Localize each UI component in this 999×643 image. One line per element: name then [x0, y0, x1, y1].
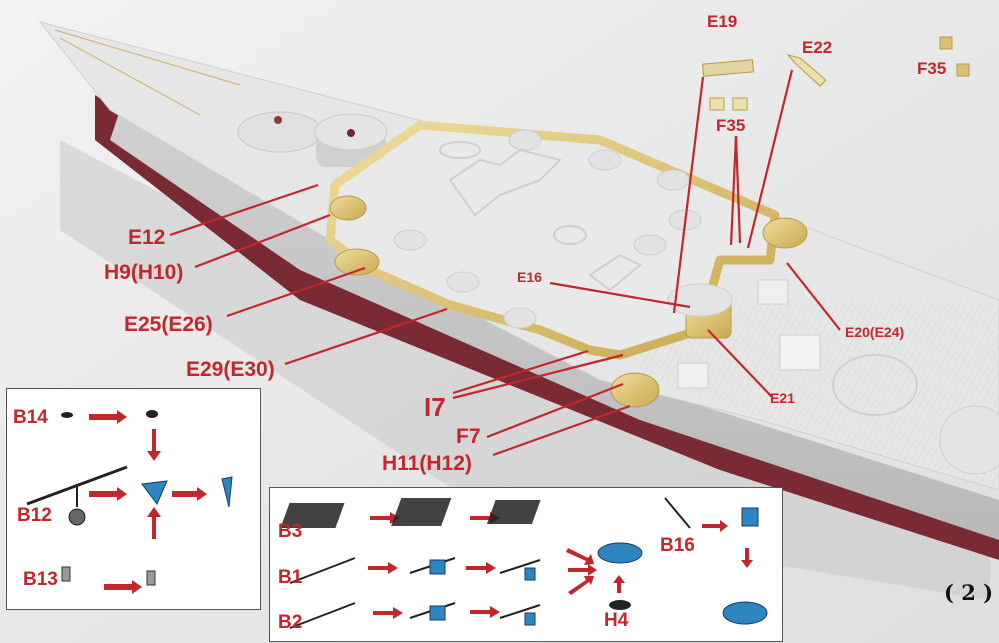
callout-e16: E16: [517, 269, 542, 285]
label-b2: B2: [278, 612, 303, 633]
page-number: ( 2 ): [944, 580, 994, 605]
label-h4: H4: [604, 610, 629, 631]
callout-e21: E21: [770, 390, 795, 406]
label-b14: B14: [13, 407, 48, 428]
hull-red-band: [95, 95, 999, 560]
callout-e19: E19: [707, 12, 738, 31]
callout-h11: H11(H12): [382, 452, 472, 475]
inset-turret-assembly: B3 B1 B2 H4 B16: [269, 487, 783, 642]
callout-e29: E29(E30): [186, 358, 275, 381]
label-b12: B12: [17, 505, 52, 526]
callout-f35-top: F35: [917, 59, 947, 78]
callout-e22: E22: [802, 38, 833, 57]
hull-side: [110, 110, 999, 540]
label-b16: B16: [660, 535, 695, 556]
callout-h9: H9(H10): [104, 261, 184, 284]
callout-lines: [169, 69, 841, 457]
shadow: [60, 140, 990, 600]
callout-i7: I7: [424, 392, 446, 422]
label-b13: B13: [23, 569, 58, 590]
inset-b12-assembly: B14 B12 B13: [6, 388, 261, 610]
callout-f35-mid: F35: [716, 116, 746, 135]
label-b3: B3: [278, 521, 303, 542]
callout-e12: E12: [128, 226, 166, 249]
turret-assembly-diagram: [280, 497, 768, 629]
label-b1: B1: [278, 567, 303, 588]
callout-f7: F7: [456, 425, 481, 448]
callout-e25: E25(E26): [124, 313, 213, 336]
b12-assembly-diagram: [26, 410, 233, 594]
callout-e20: E20(E24): [845, 324, 905, 340]
